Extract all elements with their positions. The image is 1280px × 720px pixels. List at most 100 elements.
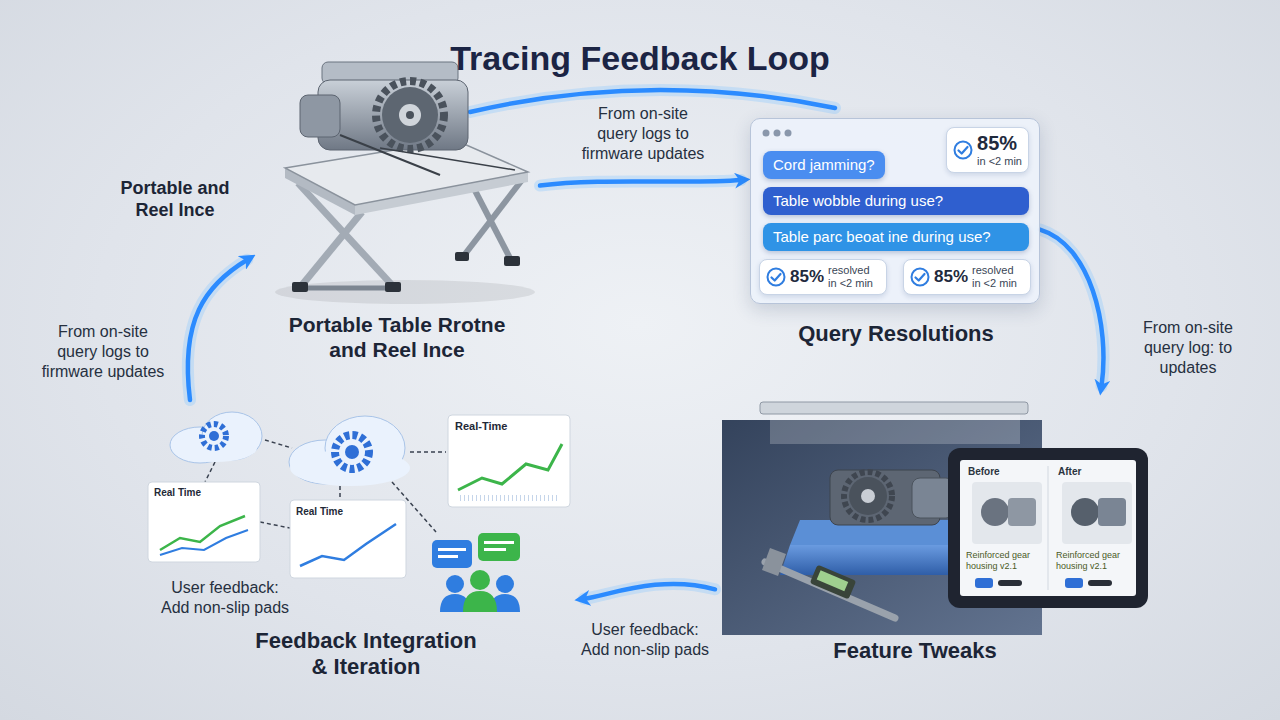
illustration-part: [335, 435, 369, 469]
icon-part: [774, 130, 781, 137]
query-bubble: Table parc beoat ine during use?: [763, 223, 1029, 251]
query-text: Table wobble during use?: [773, 192, 943, 209]
illustration-part: [455, 252, 469, 261]
workbench-scene: [722, 402, 1148, 635]
illustration-part: [410, 451, 446, 453]
illustration-part: [406, 111, 414, 119]
stage-title: Feature Tweaks: [815, 638, 1015, 664]
illustration-part: [300, 95, 340, 137]
edge-label: User feedback: Add non-slip pads: [578, 620, 712, 660]
resolution-badge: 85%in <2 min: [946, 127, 1029, 173]
illustration-part: [302, 212, 362, 285]
illustration-part: [345, 445, 359, 459]
illustration-part: [1071, 498, 1099, 526]
illustration-part: [760, 402, 1028, 414]
check-holder: [766, 267, 786, 287]
stage-area: Feature Tweaks: [715, 395, 1165, 685]
screen-heading: After: [1058, 466, 1128, 478]
illustration-part: [810, 565, 856, 600]
screen-note: Reinforced gear housing v2.1: [966, 550, 1046, 572]
icon-part: [955, 142, 972, 159]
icon-part: [763, 130, 770, 137]
check-icon: [766, 267, 786, 287]
illustration-part: [484, 548, 506, 551]
illustration-part: [260, 522, 290, 528]
illustration-part: [290, 500, 406, 578]
illustration-part: [484, 541, 514, 544]
illustration-part: [470, 570, 490, 590]
illustration-part: [209, 431, 219, 441]
chart-title: Real-Time: [455, 420, 555, 433]
badge-text-column: 85%in <2 min: [977, 132, 1022, 168]
illustration-part: [998, 580, 1022, 586]
check-icon: [953, 140, 973, 160]
illustration-part: [448, 415, 570, 507]
icon-part: [772, 274, 781, 281]
illustration-part: [912, 478, 954, 518]
connector-glow: [584, 584, 715, 599]
percent-value: 85%: [977, 132, 1022, 155]
flow-arrow: [584, 584, 715, 599]
icon-part: [768, 269, 785, 286]
check-holder: [910, 267, 930, 287]
illustration-part: [339, 486, 341, 500]
illustration-part: [160, 530, 248, 555]
illustration-part: [202, 424, 226, 448]
part-name: Portable and Reel Ince: [105, 178, 245, 221]
edge-label: From on-site query logs to firmware upda…: [38, 322, 168, 382]
illustration-part: [458, 444, 562, 490]
illustration-part: [478, 533, 520, 561]
stage-title: Feedback Integration & Iteration: [250, 628, 482, 681]
icon-part: [915, 274, 924, 281]
flow-arrow: [540, 180, 741, 186]
percent-value: 85%: [790, 267, 824, 287]
illustration-part: [148, 482, 260, 562]
edge-label: From on-site query logs to firmware upda…: [578, 104, 708, 164]
illustration-part: [975, 578, 993, 588]
flow-arrow: [188, 260, 247, 400]
percent-value: 85%: [934, 267, 968, 287]
illustration-part: [300, 524, 396, 566]
illustration-part: [844, 472, 892, 520]
window-dots-holder: [761, 128, 801, 138]
resolution-note: resolved in <2 min: [828, 264, 880, 290]
illustration-part: [1008, 498, 1036, 526]
illustration-part: [160, 516, 245, 550]
illustration-part: [205, 462, 215, 482]
resolution-badge: 85%resolved in <2 min: [759, 259, 887, 295]
illustration-part: [496, 575, 514, 593]
illustration-part: [385, 282, 401, 292]
check-icon: [910, 267, 930, 287]
screen-heading: Before: [968, 466, 1038, 478]
connectors: [188, 180, 1104, 599]
illustration-part: [1048, 466, 1049, 590]
edge-label: From on-site query log: to updates: [1128, 318, 1248, 378]
illustration-part: [463, 591, 497, 612]
chart-title: Real Time: [296, 506, 386, 518]
chart-title: Real Time: [154, 487, 244, 499]
illustration-part: [972, 482, 1042, 544]
illustration-part: [380, 148, 515, 170]
illustration-part: [265, 440, 292, 448]
stage-title: Portable Table Rrotne and Reel Ince: [277, 312, 517, 362]
icon-part: [959, 147, 968, 154]
illustration-part: [762, 548, 786, 576]
icon-part: [911, 269, 928, 286]
illustration-part: [817, 570, 849, 591]
connector-glow: [188, 260, 247, 400]
illustration-part: [382, 87, 438, 143]
table-machine: [275, 62, 535, 304]
window-dots: [761, 128, 801, 138]
illustration-part: [292, 282, 308, 292]
resolution-badge: 85%resolved in <2 min: [903, 259, 1031, 295]
flow-arrow: [1040, 230, 1103, 387]
query-text: Cord jamming?: [773, 156, 875, 173]
query-bubble: Table wobble during use?: [763, 187, 1029, 215]
illustration-part: [399, 104, 421, 126]
stage-area: Portable Table Rrotne and Reel Ince: [255, 20, 540, 380]
illustration-part: [960, 460, 1136, 596]
resolution-note: in <2 min: [977, 155, 1022, 168]
illustration-part: [376, 81, 444, 149]
